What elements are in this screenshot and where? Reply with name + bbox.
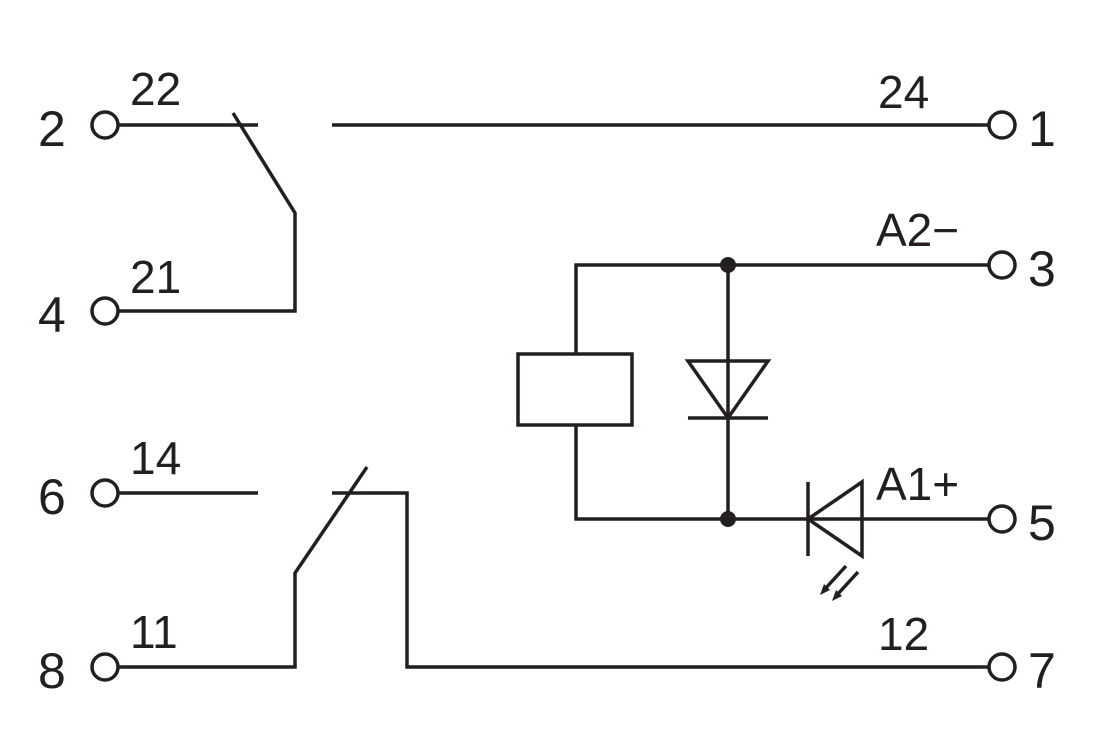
pin-label-4: 4 [38, 287, 66, 343]
wire-pin3-coil-top [574, 263, 988, 354]
upper-contact-group [119, 112, 988, 313]
pin-label-6: 6 [38, 469, 66, 525]
terminals [90, 110, 1017, 682]
contact-label-21: 21 [130, 251, 181, 303]
pin-label-1: 1 [1028, 101, 1056, 157]
junction-dot-bottom [720, 511, 736, 527]
terminal-4-icon [90, 296, 120, 326]
contact-label-12: 12 [878, 608, 929, 660]
wire-coil-bottom-pin5 [574, 425, 988, 521]
led-diode-icon [804, 478, 864, 560]
terminal-1-icon [987, 110, 1017, 140]
led-arrow-icon-2 [834, 570, 860, 598]
terminal-7-icon [987, 652, 1017, 682]
terminal-5-icon [987, 504, 1017, 534]
pin-label-7: 7 [1028, 643, 1056, 699]
terminal-3-icon [987, 250, 1017, 280]
contact-label-22: 22 [130, 63, 181, 115]
led-arrow-head-2 [832, 590, 842, 601]
supply-label-negative: A2− [876, 204, 959, 256]
led-indicator-group [804, 478, 864, 601]
pin-label-2: 2 [38, 101, 66, 157]
supply-label-positive: A1+ [876, 458, 959, 510]
terminal-2-icon [90, 110, 120, 140]
lower-contact-blade [119, 466, 369, 669]
contact-labels: 22 24 21 14 11 12 A2− A1+ [130, 63, 959, 660]
led-arrow-head-1 [820, 584, 830, 595]
pin-label-5: 5 [1028, 495, 1056, 551]
relay-coil [516, 352, 634, 427]
contact-label-24: 24 [878, 66, 929, 118]
junction-dot-top [720, 257, 736, 273]
upper-contact-blade [119, 112, 297, 313]
lower-contact-group [119, 466, 988, 669]
terminal-numbers: 2 4 6 8 1 3 5 7 [38, 101, 1056, 699]
coil-circuit-group [516, 257, 988, 527]
freewheel-diode-icon [684, 359, 772, 422]
terminal-6-icon [90, 478, 120, 508]
terminal-8-icon [90, 652, 120, 682]
contact-label-11: 11 [130, 606, 178, 658]
led-arrow-icon-1 [822, 564, 848, 592]
pin-label-3: 3 [1028, 241, 1056, 297]
pin-label-8: 8 [38, 643, 66, 699]
wire-contact12-pin7 [332, 491, 988, 669]
contact-label-14: 14 [130, 432, 181, 484]
